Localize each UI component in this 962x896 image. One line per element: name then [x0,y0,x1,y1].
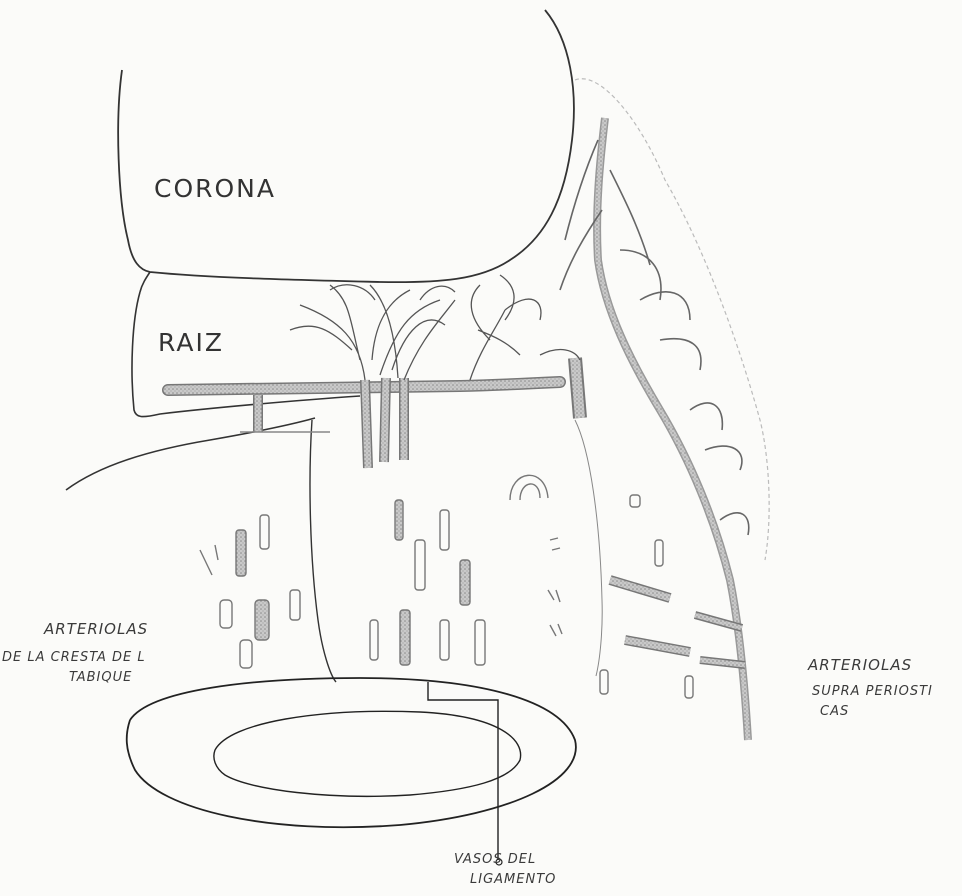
socket-wall [575,420,602,676]
label-crest-line2: DE LA CRESTA DE L [2,650,146,665]
bone-crest-outline [66,418,315,490]
septum-spurs [610,580,745,665]
label-supra-line1: ARTERIOLAS [808,656,912,674]
septum-left-wall [310,420,336,682]
ligament-inner-ellipse [214,711,521,796]
label-supra-line3: CAS [820,704,849,719]
label-supra-line2: SUPRA PERIOSTI [812,684,933,699]
label-corona: CORONA [154,174,276,203]
label-crest-line1: ARTERIOLAS [44,620,148,638]
label-lig-line1: VASOS DEL [454,852,536,867]
crown-outline [118,10,574,282]
label-raiz: RAIZ [158,328,224,357]
ligament-leader [428,682,498,860]
label-lig-line2: LIGAMENTO [470,872,556,887]
cemento-enamel-line [140,272,150,292]
capillary-trees [290,275,580,380]
ligament-outer-ellipse [127,678,576,827]
label-crest-line3: TABIQUE [69,670,132,685]
